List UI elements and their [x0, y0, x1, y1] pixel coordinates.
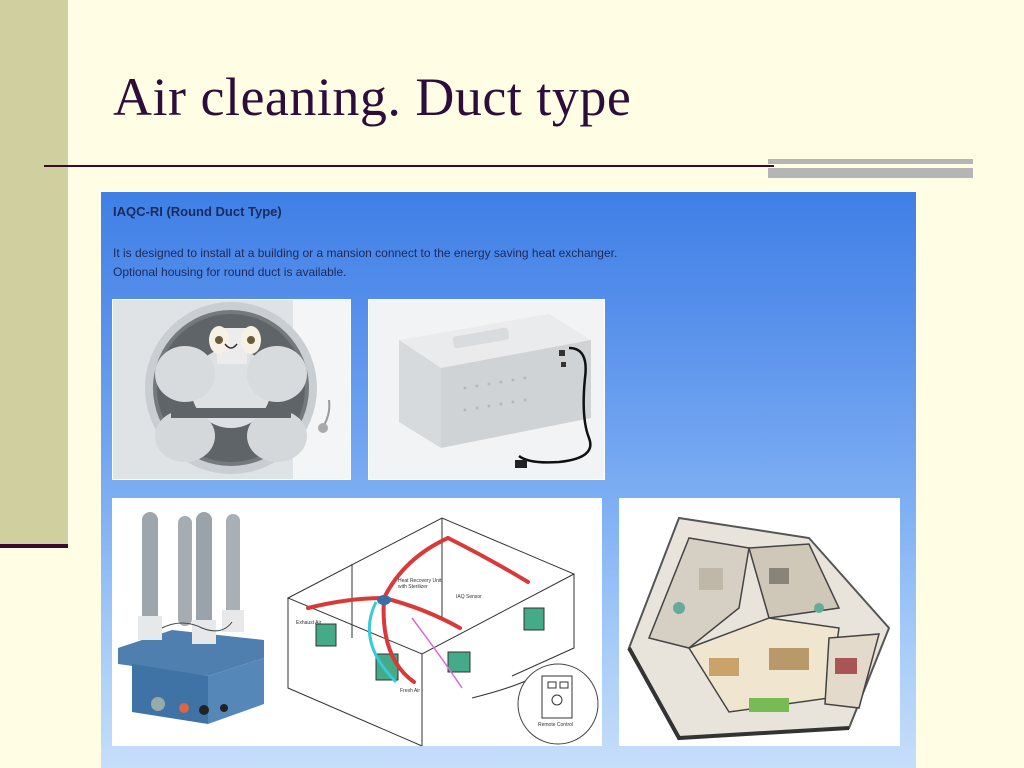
- label-fresh-air: Fresh Air: [400, 688, 421, 694]
- house-ventilation-diagram: [286, 517, 576, 746]
- product-description: It is designed to install at a building …: [113, 244, 617, 282]
- label-remote-control: Remote Control: [538, 722, 574, 728]
- left-decor-bar: [0, 0, 68, 548]
- sterilizer-unit-illustration: [118, 512, 264, 724]
- description-line-1: It is designed to install at a building …: [113, 246, 618, 260]
- title-rule: [44, 165, 774, 167]
- photo-apartment-floorplan: [619, 498, 900, 746]
- product-panel: IAQC-RI (Round Duct Type) It is designed…: [101, 192, 916, 768]
- photo-duct-unit-housing: [368, 299, 605, 480]
- slide-title: Air cleaning. Duct type: [113, 67, 632, 127]
- description-line-2: Optional housing for round duct is avail…: [113, 265, 347, 279]
- photo-system-diagram: Exhaust Air Heat Recovery Unit with Ster…: [112, 498, 602, 746]
- label-heat-recovery-unit: Heat Recovery Unit with Sterilizer: [398, 578, 442, 590]
- left-decor-underline: [0, 544, 68, 548]
- photo-round-duct-interior: [112, 299, 351, 480]
- label-iaq-sensor: IAQ Sensor: [456, 594, 482, 600]
- title-rule-accent-bottom: [768, 168, 973, 178]
- label-exhaust-air: Exhaust Air: [296, 620, 322, 626]
- title-rule-accent-top: [768, 159, 973, 164]
- product-heading: IAQC-RI (Round Duct Type): [113, 204, 282, 219]
